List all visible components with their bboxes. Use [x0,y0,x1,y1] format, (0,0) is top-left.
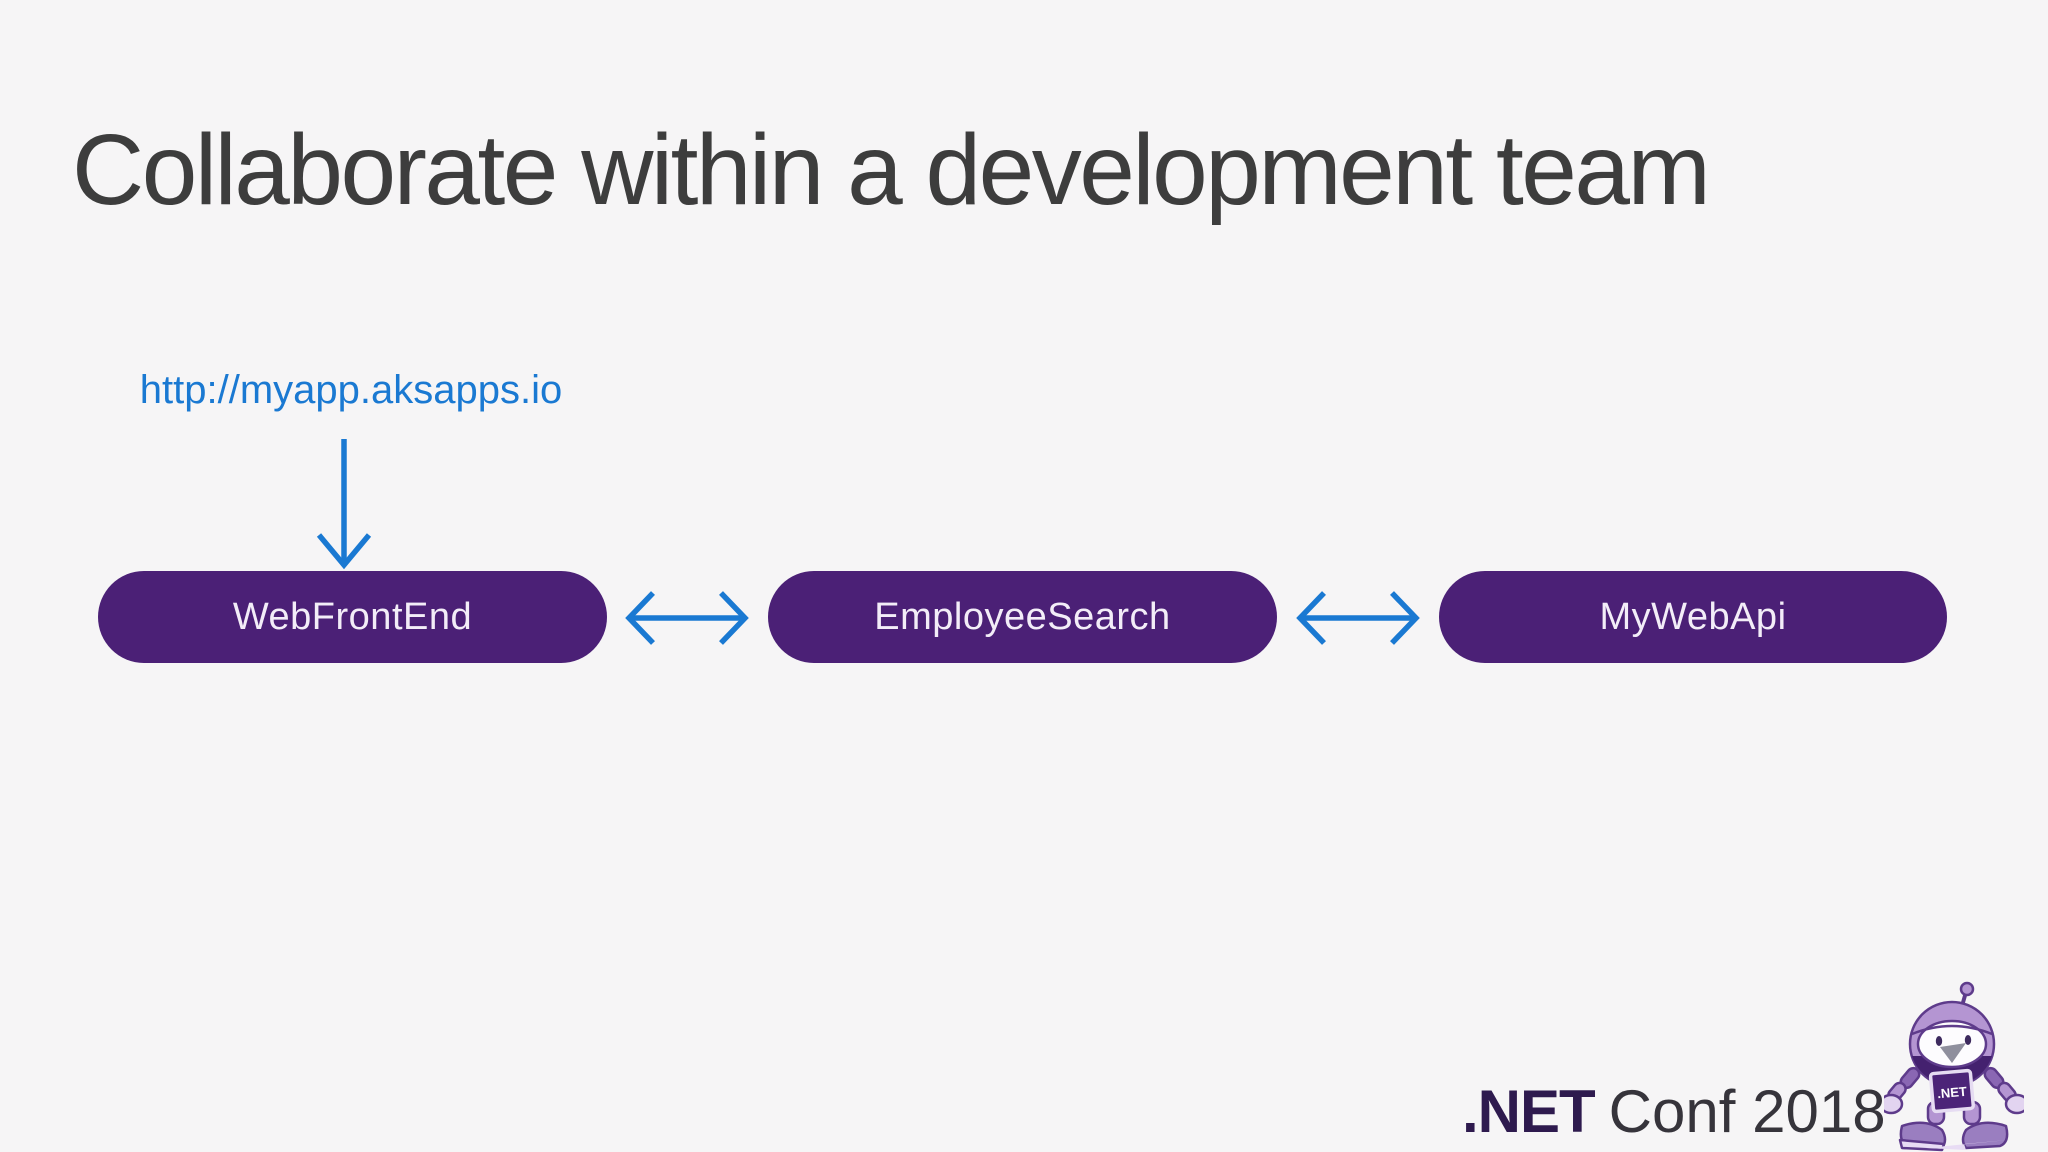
mascot-eye [1935,1036,1943,1046]
url-label: http://myapp.aksapps.io [139,368,563,412]
node-label: EmployeeSearch [874,595,1171,638]
node-label: WebFrontEnd [232,595,473,638]
dotnet-bot-mascot: .NET [1884,981,2024,1152]
node-employeesearch: EmployeeSearch [768,571,1277,663]
mascot-net-badge: .NET [1928,1068,1975,1114]
double-arrow-icon [1296,591,1420,645]
mascot-badge-label: .NET [1937,1084,1968,1102]
down-arrow-icon [316,439,372,570]
double-arrow-icon [625,591,749,645]
node-webfrontend: WebFrontEnd [98,571,607,663]
brand-dotnet-text: .NET [1462,1078,1596,1145]
node-mywebapi: MyWebApi [1439,571,1947,663]
mascot-eye [1964,1035,1972,1045]
slide-title: Collaborate within a development team [72,114,1711,226]
node-label: MyWebApi [1599,595,1787,638]
brand-conf-text: Conf 2018 [1608,1078,1886,1145]
